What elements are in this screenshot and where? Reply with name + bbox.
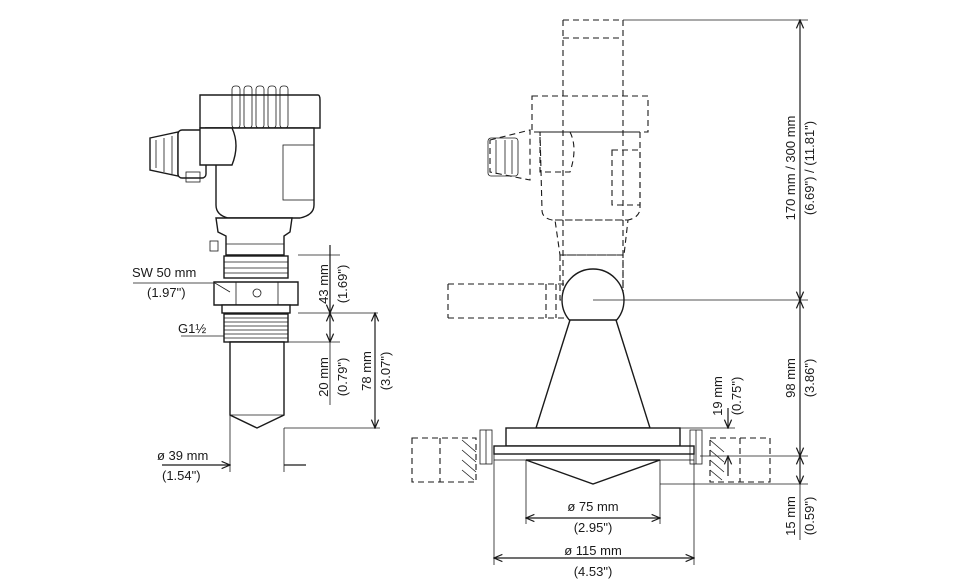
diameter-imperial: (1.54"): [162, 468, 201, 483]
hex-height-imperial: (1.69"): [335, 265, 350, 304]
outer-diameter-metric: ø 115 mm: [564, 543, 622, 558]
lower-length-imperial: (3.07"): [378, 352, 393, 391]
bottom-height-imperial: (0.59"): [802, 497, 817, 536]
inner-diameter-metric: ø 75 mm: [567, 499, 618, 514]
extension-imperial: (6.69") / (11.81"): [802, 121, 817, 215]
right-dimensions: [494, 20, 808, 565]
inner-diameter-imperial: (2.95"): [574, 520, 613, 535]
hex-size-imperial: (1.97"): [147, 285, 186, 300]
thread-length-metric: 20 mm: [316, 357, 331, 397]
flange-thickness-metric: 19 mm: [710, 376, 725, 416]
bottom-height-metric: 15 mm: [783, 496, 798, 536]
right-sensor-drawing: [411, 19, 771, 485]
outer-diameter-imperial: (4.53"): [574, 564, 613, 579]
lower-length-metric: 78 mm: [359, 351, 374, 391]
horn-height-imperial: (3.86"): [802, 359, 817, 398]
extension-metric: 170 mm / 300 mm: [783, 116, 798, 221]
hex-size-metric: SW 50 mm: [132, 265, 196, 280]
diameter-metric: ø 39 mm: [157, 448, 208, 463]
left-dimensions: [133, 245, 380, 472]
horn-height-metric: 98 mm: [783, 358, 798, 398]
hex-height-metric: 43 mm: [316, 264, 331, 304]
flange-thickness-imperial: (0.75"): [729, 377, 744, 416]
thread-length-imperial: (0.79"): [335, 358, 350, 397]
left-sensor-drawing: [149, 85, 321, 429]
thread-label: G1½: [178, 321, 206, 336]
